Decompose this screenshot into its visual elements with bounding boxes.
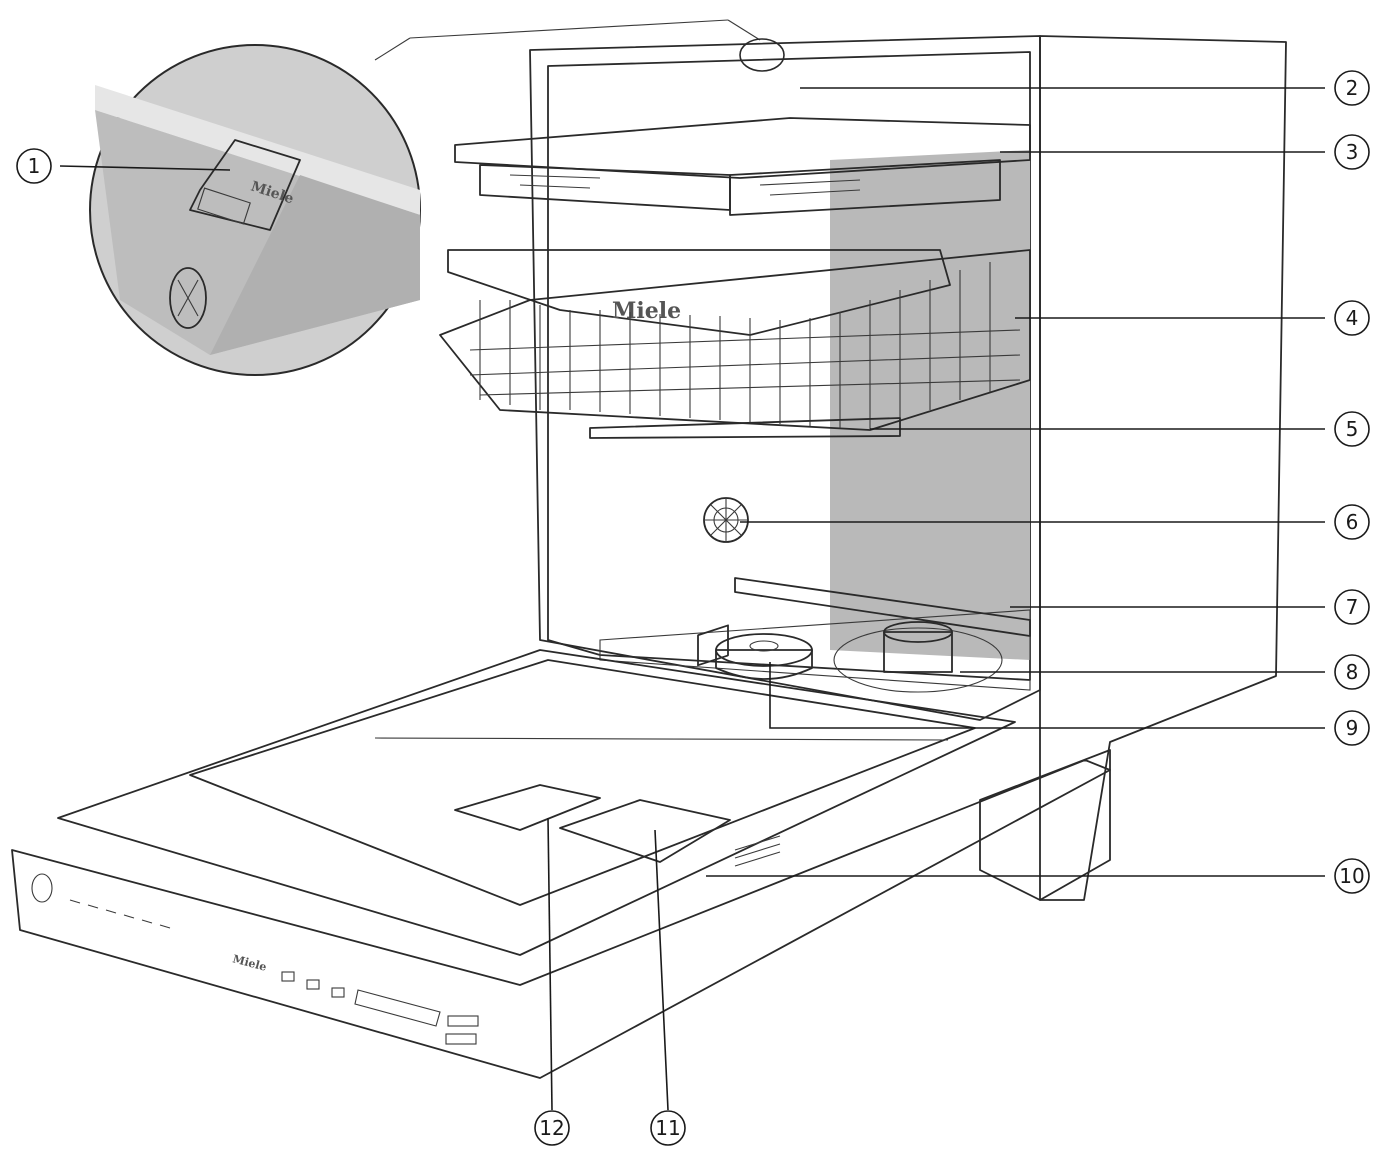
- upper-basket: Miele: [439, 249, 1031, 431]
- callout-6-number: 6: [1346, 510, 1359, 534]
- callout-7: 7: [1334, 589, 1370, 625]
- callout-3-number: 3: [1346, 140, 1359, 164]
- detergent-dispenser: [559, 799, 731, 863]
- callout-8-number: 8: [1346, 660, 1359, 684]
- callout-2: 2: [1334, 70, 1370, 106]
- callout-4-number: 4: [1346, 306, 1359, 330]
- callout-2-number: 2: [1346, 76, 1359, 100]
- callout-12-number: 12: [539, 1116, 564, 1140]
- upper-basket-logo: Miele: [612, 298, 681, 324]
- callout-11: 11: [650, 1110, 686, 1146]
- callout-6: 6: [1334, 504, 1370, 540]
- salt-reservoir-cap: [715, 633, 813, 680]
- lower-spray-arm: [734, 577, 1031, 637]
- callout-3: 3: [1334, 134, 1370, 170]
- upper-spray-arm: [589, 417, 901, 439]
- magnified-inset: Miele: [89, 19, 761, 376]
- filter-combination: [833, 621, 1003, 693]
- callout-1-number: 1: [28, 154, 41, 178]
- callout-12: 12: [534, 1110, 570, 1146]
- callout-9: 9: [1334, 710, 1370, 746]
- callout-10: 10: [1334, 858, 1370, 894]
- control-panel-logo: Miele: [231, 952, 268, 973]
- cutlery-tray: [454, 117, 1031, 216]
- callout-10-number: 10: [1339, 864, 1364, 888]
- dishwasher-door: Miele: [11, 624, 1111, 1079]
- side-air-vent: [703, 497, 749, 543]
- callout-7-number: 7: [1346, 595, 1359, 619]
- callout-9-number: 9: [1346, 716, 1359, 740]
- callouts: 1 2 3 4 5 6 7 8: [16, 70, 1370, 1146]
- callout-4: 4: [1334, 300, 1370, 336]
- callout-5-number: 5: [1346, 417, 1359, 441]
- callout-11-number: 11: [655, 1116, 680, 1140]
- callout-1: 1: [16, 148, 52, 184]
- callout-5: 5: [1334, 411, 1370, 447]
- control-panel: Miele: [31, 873, 479, 1045]
- top-sensor-marker: [739, 38, 785, 72]
- callout-8: 8: [1334, 654, 1370, 690]
- rinse-aid-dispenser: [454, 784, 601, 831]
- leader-lines: [59, 87, 1325, 1111]
- data-plate: [697, 624, 781, 867]
